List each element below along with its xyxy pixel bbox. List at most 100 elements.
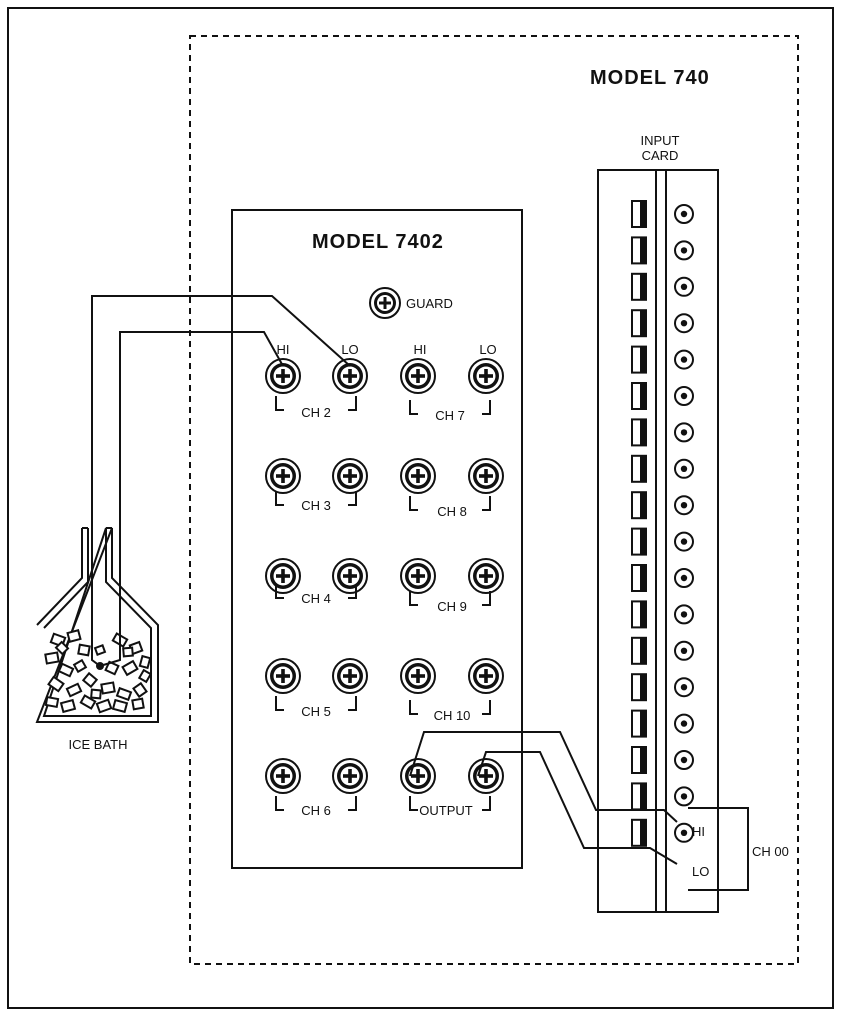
output-label: OUTPUT: [419, 803, 473, 818]
ch10-lo-terminal[interactable]: [468, 658, 504, 694]
input-card-slot-fill: [640, 637, 646, 664]
ch6-lo-terminal[interactable]: [332, 758, 368, 794]
input-card-jack-pin: [680, 429, 688, 436]
ch4-lo-terminal[interactable]: [332, 558, 368, 594]
ice-cube: [137, 668, 153, 684]
input-card-jack-pin: [680, 392, 688, 400]
input-card-slot-fill: [640, 601, 646, 628]
input-card-jack-pin: [680, 793, 688, 800]
ch5-label: CH 5: [301, 704, 331, 719]
ice-cube: [95, 698, 113, 714]
input-card-label-line2: CARD: [642, 148, 679, 163]
input-card-slot-fill: [640, 455, 646, 482]
input-card-slot-fill: [640, 819, 646, 846]
input-card-jack-pin: [680, 320, 688, 327]
ice-cube: [115, 686, 133, 702]
input-card-slot-fill: [640, 346, 646, 373]
ch8-bracket: [409, 496, 491, 511]
channel-brackets: [275, 396, 491, 811]
ice-cube: [90, 688, 102, 700]
input-card-jack-pin: [680, 356, 688, 363]
channel-terminals: [265, 358, 504, 794]
ice-cube: [104, 660, 120, 676]
input-card-jacks: [674, 204, 694, 843]
input-card-slot-fill: [640, 419, 646, 446]
input-card-slot-fill: [640, 310, 646, 337]
wire-output-hi-to-ch00-hi: [409, 731, 678, 823]
ice-cube: [57, 662, 75, 678]
input-card-jack-pin: [680, 720, 688, 727]
ice-bath-outer: [35, 527, 159, 723]
input-card-jack-pin: [680, 756, 688, 764]
ch6-hi-terminal[interactable]: [265, 758, 301, 794]
ch2-bracket: [275, 396, 357, 411]
ch9-lo-terminal[interactable]: [468, 558, 504, 594]
ch7-hi-terminal[interactable]: [400, 358, 436, 394]
ice-cubes: [44, 629, 153, 714]
input-card-slot-fill: [640, 492, 646, 519]
input-card-slot-fill: [640, 383, 646, 409]
ch8-label: CH 8: [437, 504, 467, 519]
outer-frame: [7, 7, 834, 1009]
ch6-bracket: [275, 796, 357, 811]
guard-label: GUARD: [406, 296, 453, 311]
ch3-bracket: [275, 491, 357, 506]
input-card-slot-fill: [640, 273, 646, 300]
output-hi-terminal[interactable]: [400, 758, 436, 794]
ch8-hi-terminal[interactable]: [400, 458, 436, 494]
ice-cube: [44, 651, 60, 665]
ice-cube: [111, 698, 129, 714]
input-card-label-line1: INPUT: [641, 133, 680, 148]
ice-cube: [131, 697, 145, 711]
ice-cube: [93, 644, 107, 656]
ch7-bracket: [409, 400, 491, 415]
ch5-lo-terminal[interactable]: [332, 658, 368, 694]
ch10-hi-terminal[interactable]: [400, 658, 436, 694]
output-lo-terminal[interactable]: [468, 758, 504, 794]
ch00-bracket: [688, 807, 749, 891]
input-card-jack-pin: [680, 647, 688, 654]
ice-cube: [77, 643, 91, 657]
ch8-lo-terminal[interactable]: [468, 458, 504, 494]
input-card-jack-pin: [680, 538, 688, 545]
input-card-jack-pin: [680, 502, 688, 509]
input-card-jack-pin: [680, 611, 688, 618]
input-card-slot-fill: [640, 201, 646, 227]
ch7-lo-label: LO: [479, 342, 496, 357]
ice-cube: [122, 646, 134, 658]
ch9-label: CH 9: [437, 599, 467, 614]
ch7-lo-terminal[interactable]: [468, 358, 504, 394]
model-7402-title: MODEL 7402: [312, 231, 444, 253]
ch3-lo-terminal[interactable]: [332, 458, 368, 494]
input-card-jack-pin: [680, 210, 688, 218]
ch00-label: CH 00: [752, 844, 789, 859]
output-bracket: [409, 796, 491, 811]
wire-output-lo-to-ch00-lo: [477, 751, 678, 865]
input-card-jack-pin: [680, 574, 688, 582]
ice-cube: [47, 675, 65, 693]
ice-cube: [65, 682, 83, 698]
ice-cube: [100, 681, 116, 695]
ice-cube: [59, 698, 77, 714]
ch2-lo-terminal[interactable]: [332, 358, 368, 394]
ch6-label: CH 6: [301, 803, 331, 818]
ch9-hi-terminal[interactable]: [400, 558, 436, 594]
input-card-slot-fill: [640, 710, 646, 737]
ch2-hi-terminal[interactable]: [265, 358, 301, 394]
ch3-hi-terminal[interactable]: [265, 458, 301, 494]
guard-terminal[interactable]: [369, 287, 401, 319]
ch4-hi-terminal[interactable]: [265, 558, 301, 594]
ch2-hi-label: HI: [277, 342, 290, 357]
input-card-hi-label: HI: [692, 824, 705, 839]
input-card-jack-pin: [680, 283, 688, 290]
ice-cube: [44, 695, 60, 709]
ch5-hi-terminal[interactable]: [265, 658, 301, 694]
ice-cube: [66, 629, 82, 643]
model-740-title: MODEL 740: [590, 67, 710, 89]
ch9-bracket: [409, 591, 491, 606]
ch10-bracket: [409, 700, 491, 715]
ice-cube: [81, 671, 99, 689]
ice-cube: [79, 694, 97, 710]
